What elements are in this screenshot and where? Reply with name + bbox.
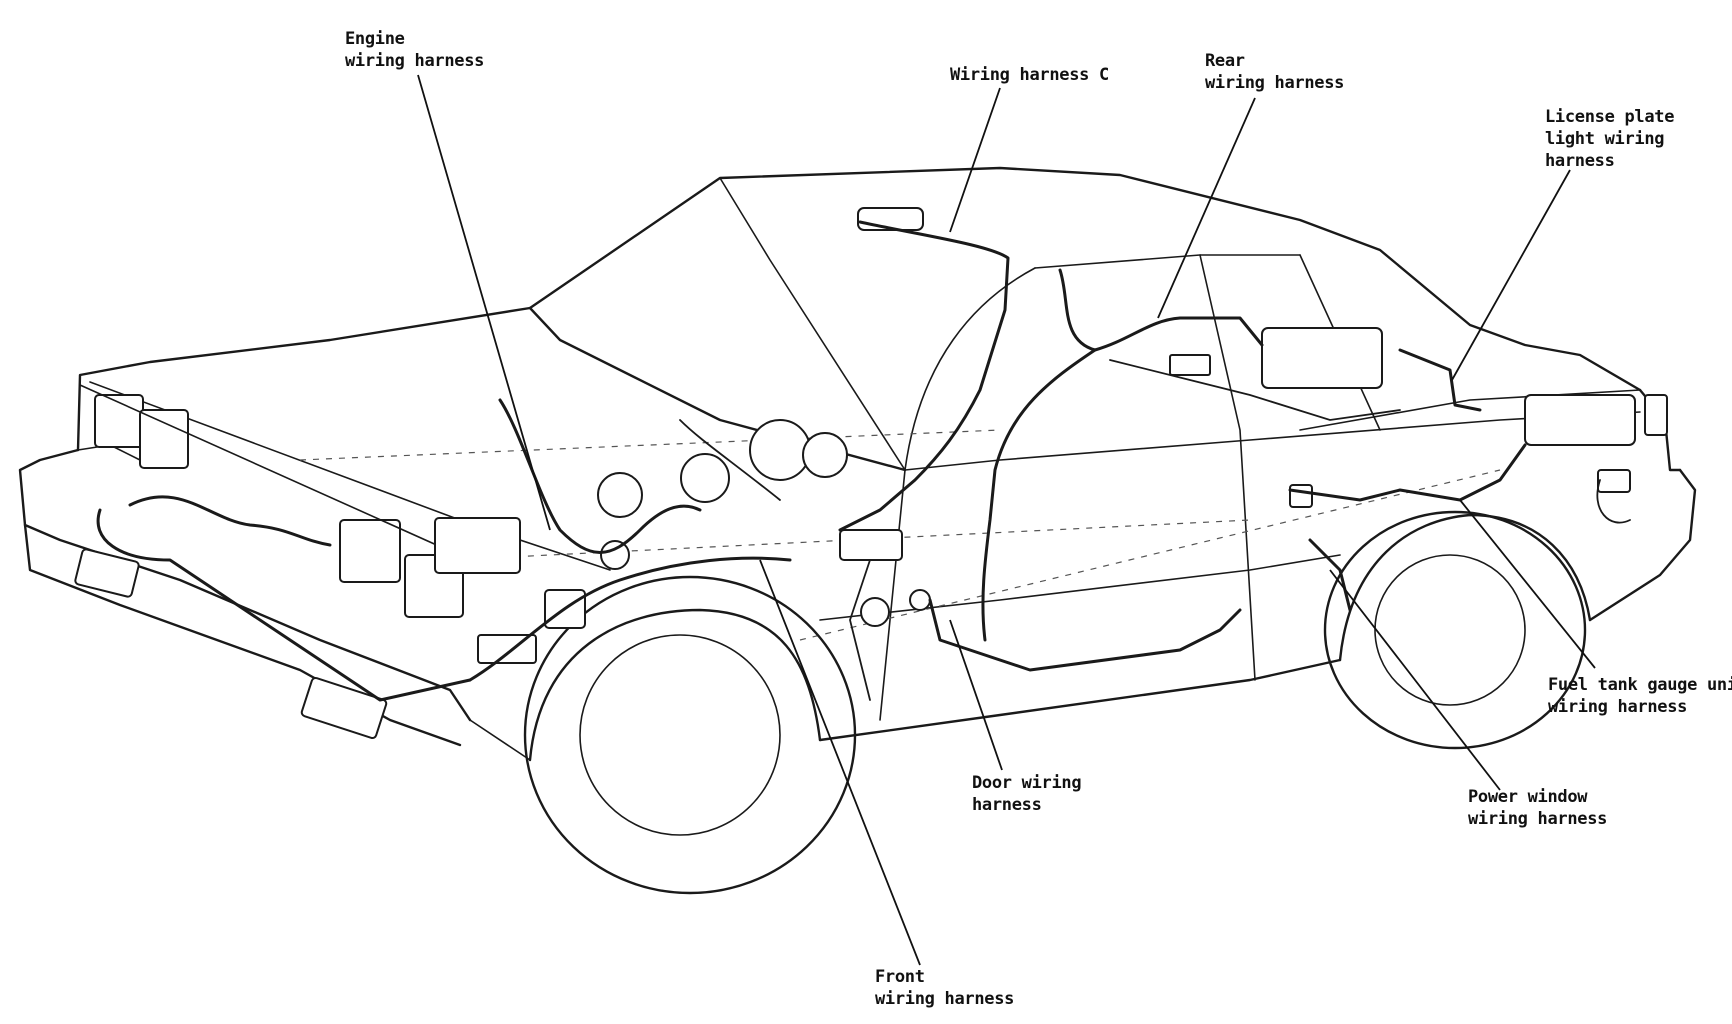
door-harness-wire [928, 598, 1242, 672]
front-lamps [74, 548, 388, 740]
leader-door [949, 619, 1003, 771]
b-pillar [1199, 254, 1256, 681]
label-front-line-2: wiring harness [875, 989, 1015, 1009]
license-harness-wire [1398, 348, 1482, 412]
roof-outline [528, 166, 1642, 392]
front-harness-main [468, 556, 792, 682]
side-crease [819, 554, 1341, 621]
rear-components [1169, 327, 1668, 508]
hidden-line-2 [799, 469, 1501, 641]
label-door-line-1: Door wiring [972, 773, 1082, 793]
label-license-line-1: License plate [1545, 107, 1675, 127]
fuel-tank-harness-wire [1288, 443, 1527, 502]
label-front-line-1: Front [875, 967, 925, 987]
leader-lines [417, 74, 1596, 966]
leader-wiring-c [949, 87, 1001, 233]
label-license-plate-harness: License plate light wiring harness [1545, 106, 1674, 172]
label-door-line-2: harness [972, 795, 1042, 815]
label-engine-line-1: Engine [345, 29, 405, 49]
leader-front [759, 559, 921, 966]
label-fuel-tank-harness: Fuel tank gauge unit wiring harness [1548, 674, 1732, 718]
label-power-window-line-2: wiring harness [1468, 809, 1608, 829]
rear-wheel-arch [1338, 513, 1592, 662]
leader-power-window [1329, 569, 1501, 791]
label-power-window-harness: Power window wiring harness [1468, 786, 1607, 830]
front-wheel-arch [528, 608, 822, 762]
leader-fuel [1459, 499, 1596, 669]
label-power-window-line-1: Power window [1468, 787, 1588, 807]
front-fascia [18, 448, 472, 722]
door-harness-branch [849, 559, 871, 701]
fuel-tank-harness-branch [1596, 479, 1631, 524]
label-fuel-line-1: Fuel tank gauge unit [1548, 675, 1732, 695]
label-engine-wiring-harness: Engine wiring harness [345, 28, 484, 72]
leader-rear [1157, 97, 1256, 319]
a-pillar [719, 177, 906, 471]
wiring-harness-paths [96, 220, 1631, 702]
label-fuel-line-2: wiring harness [1548, 697, 1688, 717]
front-bumper [23, 523, 462, 747]
rear-deck [1299, 389, 1641, 431]
label-rear-wiring-harness: Rear wiring harness [1205, 50, 1344, 94]
label-rear-line-1: Rear [1205, 51, 1245, 71]
power-window-harness-wire [1308, 538, 1352, 612]
engine-components [434, 207, 931, 664]
front-harness-wire [128, 495, 332, 547]
label-license-line-3: harness [1545, 151, 1615, 171]
headlights [79, 384, 471, 618]
wiring-harness-c-wire [838, 220, 1010, 532]
leader-license [1451, 169, 1571, 381]
label-rear-line-2: wiring harness [1205, 73, 1345, 93]
rear-bumper [1588, 468, 1697, 622]
hidden-lines [299, 429, 1501, 641]
front-harness-lower [96, 508, 472, 702]
hidden-line-3 [449, 519, 1251, 561]
label-wiring-c-line-1: Wiring harness C [950, 65, 1109, 85]
side-sill [818, 658, 1342, 742]
front-wheel [523, 575, 857, 895]
label-engine-line-2: wiring harness [345, 51, 485, 71]
fender-line [469, 719, 531, 761]
door-window-top [1034, 254, 1301, 269]
label-license-line-2: light wiring [1545, 129, 1665, 149]
car-body [18, 166, 1697, 762]
leader-engine [417, 74, 551, 531]
engine-harness-branch [679, 419, 781, 501]
windshield-base [528, 306, 907, 472]
door-front-edge [879, 267, 1036, 721]
rear-wheel [1323, 510, 1587, 750]
rear-harness-deck [1109, 359, 1401, 421]
engine-harness-wire [498, 398, 702, 554]
label-wiring-harness-c: Wiring harness C [950, 64, 1109, 86]
hood-outline [76, 306, 532, 452]
label-door-wiring-harness: Door wiring harness [972, 772, 1082, 816]
rear-harness-branch [981, 348, 1097, 642]
label-front-wiring-harness: Front wiring harness [875, 966, 1014, 1010]
